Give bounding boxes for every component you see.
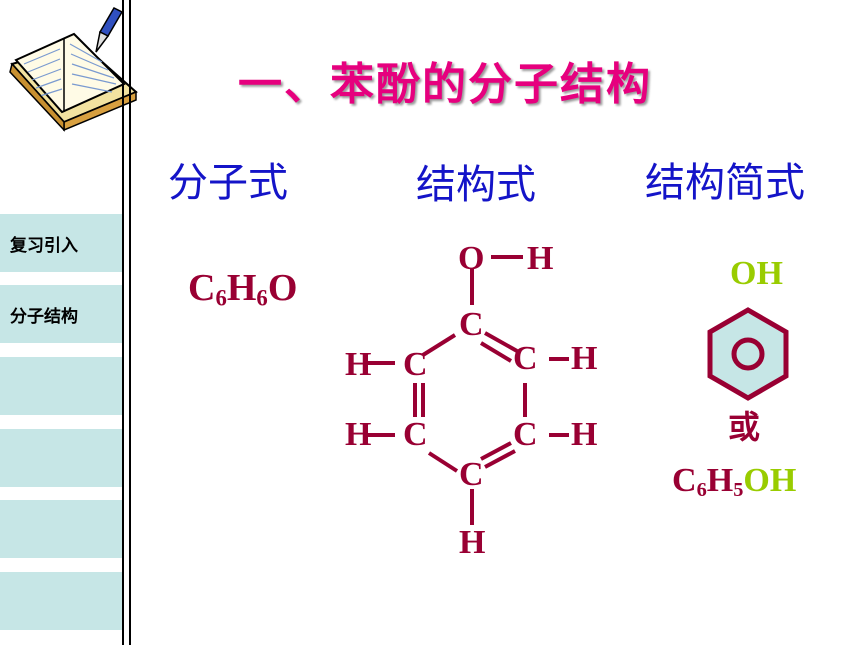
page-title: 一、苯酚的分子结构 xyxy=(238,59,652,110)
structural-formula-heading: 结构式 xyxy=(416,162,536,208)
formula-hydroxyl: OH xyxy=(743,462,797,499)
formula-carbon: C xyxy=(672,462,697,499)
atom-carbon-2: C xyxy=(403,346,428,383)
atom-carbon-4: C xyxy=(459,456,484,493)
molecular-formula-heading: 分子式 xyxy=(168,160,288,206)
formula-subscript: 6 xyxy=(696,479,707,502)
atom-hydrogen-3: H xyxy=(345,416,371,453)
atom-carbon-5: C xyxy=(513,416,538,453)
atom-carbon-6: C xyxy=(513,340,538,377)
atom-carbon-1: C xyxy=(459,306,484,343)
sidebar-item-label: 复习引入 xyxy=(10,235,78,256)
sidebar-item-label: 分子结构 xyxy=(10,306,78,327)
atom-carbon-3: C xyxy=(403,416,428,453)
sidebar-item-structure[interactable]: 分子结构 xyxy=(0,285,122,343)
simplified-formula-heading: 结构简式 xyxy=(645,160,805,206)
formula-subscript: 6 xyxy=(256,285,268,311)
sidebar-item-3[interactable] xyxy=(0,357,122,415)
formula-subscript: 5 xyxy=(733,479,744,502)
phenol-skeletal-formula: OH xyxy=(707,255,789,401)
condensed-formula: C6H5OH xyxy=(672,462,796,502)
formula-subscript: 6 xyxy=(215,285,227,311)
sidebar-item-review[interactable]: 复习引入 xyxy=(0,214,122,272)
formula-carbon: C xyxy=(188,267,216,309)
atom-hydrogen-6: H xyxy=(571,340,597,377)
sidebar-item-5[interactable] xyxy=(0,500,122,558)
atom-hydrogen-hydroxyl: H xyxy=(527,240,553,277)
formula-hydrogen: H xyxy=(226,267,257,309)
phenol-structural-formula: O H C C C H H C C H H C H xyxy=(345,240,597,561)
or-text: 或 xyxy=(728,408,761,446)
atom-oxygen: O xyxy=(458,240,484,277)
formula-oxygen: O xyxy=(267,267,298,309)
atom-hydrogen-2: H xyxy=(345,346,371,383)
hydroxyl-label: OH xyxy=(730,255,783,292)
atom-hydrogen-5: H xyxy=(571,416,597,453)
formula-hydrogen: H xyxy=(706,462,734,499)
sidebar-item-4[interactable] xyxy=(0,429,122,487)
molecular-formula: C6H6O xyxy=(188,266,297,312)
sidebar-divider xyxy=(122,0,134,645)
book-pen-icon xyxy=(9,7,138,132)
atom-hydrogen-4: H xyxy=(459,524,485,561)
sidebar-item-6[interactable] xyxy=(0,572,122,630)
